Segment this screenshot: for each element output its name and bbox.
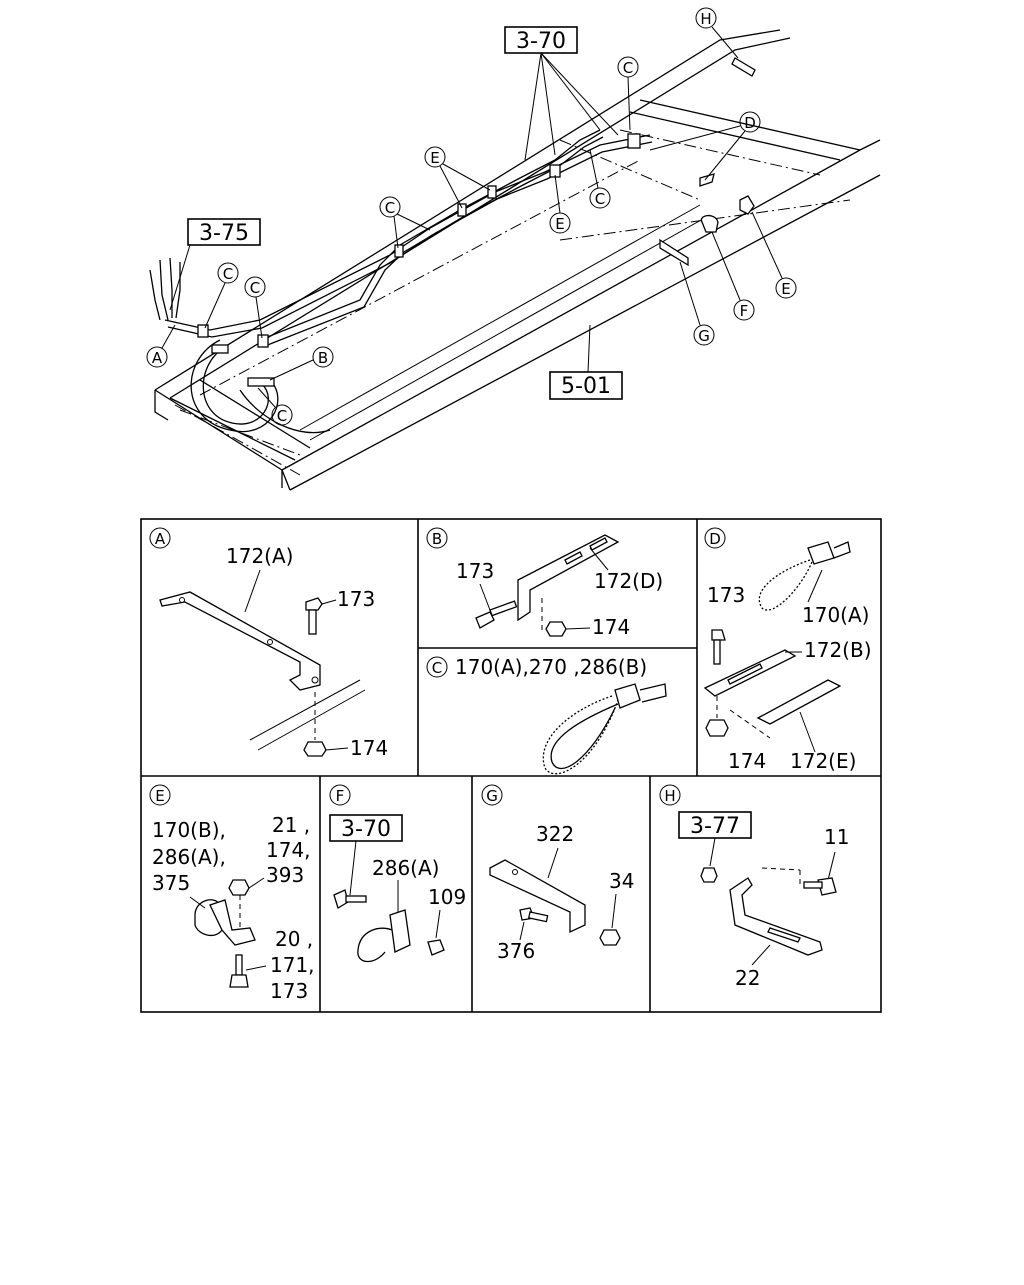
detail-e-line8: 171, bbox=[270, 953, 315, 977]
detail-c: C 170(A),270 ,286(B) bbox=[426, 655, 667, 775]
callout-c-left: C bbox=[223, 265, 233, 283]
detail-e-line1: 170(B), bbox=[152, 818, 226, 842]
ref-box-5-01 bbox=[549, 371, 623, 400]
detail-d-letter: D bbox=[709, 530, 721, 548]
detail-b: B 173 172(D) 174 bbox=[426, 527, 663, 639]
detail-a-bolt-label: 173 bbox=[337, 587, 375, 611]
detail-b-letter: B bbox=[432, 530, 442, 548]
main-callouts: 3-70 3-75 5-01 H C D E C E C C C A B C bbox=[146, 7, 797, 426]
detail-e-line9: 173 bbox=[270, 979, 308, 1003]
detail-f-nut-label: 109 bbox=[428, 885, 466, 909]
detail-c-letter: C bbox=[432, 659, 442, 677]
detail-f-clip-label: 286(A) bbox=[372, 856, 439, 880]
callout-d: D bbox=[744, 114, 756, 132]
detail-a-letter: A bbox=[155, 530, 166, 548]
detail-d-bolt-label: 173 bbox=[707, 583, 745, 607]
detail-c-parts-label: 170(A),270 ,286(B) bbox=[455, 655, 647, 679]
callout-c-bottom: C bbox=[277, 407, 287, 425]
detail-e-line5: 174, bbox=[266, 838, 311, 862]
detail-d-bracket-e-label: 172(E) bbox=[790, 749, 856, 773]
detail-g: G 322 34 376 bbox=[481, 784, 634, 963]
callout-a: A bbox=[152, 349, 163, 367]
detail-a-nut-label: 174 bbox=[350, 736, 388, 760]
callout-g: G bbox=[698, 327, 710, 345]
detail-e-letter: E bbox=[155, 787, 164, 805]
ref-label-5-01: 5-01 bbox=[561, 374, 611, 399]
detail-grid bbox=[140, 518, 882, 1013]
callout-f: F bbox=[740, 302, 749, 320]
detail-h-bracket-label: 22 bbox=[735, 966, 760, 990]
ref-label-3-75: 3-75 bbox=[199, 221, 249, 246]
callout-c-upper: C bbox=[385, 199, 395, 217]
detail-e-line7: 20 , bbox=[275, 927, 313, 951]
callout-c-top: C bbox=[623, 59, 633, 77]
detail-g-bracket-label: 322 bbox=[536, 822, 574, 846]
callout-c-left2: C bbox=[250, 279, 260, 297]
callout-b: B bbox=[318, 349, 328, 367]
detail-b-nut-label: 174 bbox=[592, 615, 630, 639]
wiring-harness bbox=[149, 57, 756, 434]
detail-d-band-label: 170(A) bbox=[802, 603, 869, 627]
callout-h: H bbox=[700, 10, 711, 28]
detail-d-bracket-b-label: 172(B) bbox=[804, 638, 872, 662]
callout-c-mid: C bbox=[595, 190, 605, 208]
frame-assembly-view bbox=[154, 29, 881, 491]
detail-f-ref-box bbox=[329, 814, 403, 842]
callout-e-right: E bbox=[781, 280, 790, 298]
detail-h: H 3-77 11 22 bbox=[659, 784, 849, 990]
detail-h-bolt-label: 11 bbox=[824, 825, 849, 849]
detail-b-bracket-label: 172(D) bbox=[594, 569, 663, 593]
detail-d: D 170(A) 173 172(B) 174 172(E) bbox=[703, 527, 872, 773]
detail-h-ref-label: 3-77 bbox=[690, 814, 740, 839]
detail-e-line4: 21 , bbox=[272, 813, 310, 837]
ref-label-3-70: 3-70 bbox=[516, 29, 566, 54]
detail-g-bolt-label: 376 bbox=[497, 939, 535, 963]
detail-d-nut-label: 174 bbox=[728, 749, 766, 773]
detail-a: A 172(A) 173 174 bbox=[149, 527, 388, 760]
detail-g-letter: G bbox=[486, 787, 498, 805]
detail-g-nut-label: 34 bbox=[609, 869, 634, 893]
detail-e-line2: 286(A), bbox=[152, 845, 226, 869]
detail-b-bolt-label: 173 bbox=[456, 559, 494, 583]
detail-a-bracket-label: 172(A) bbox=[226, 544, 293, 568]
detail-f-ref-label: 3-70 bbox=[341, 817, 391, 842]
detail-e: E 170(B), 286(A), 375 21 , 174, 393 20 ,… bbox=[149, 784, 315, 1003]
detail-h-letter: H bbox=[664, 787, 675, 805]
detail-e-line3: 375 bbox=[152, 871, 190, 895]
ref-box-3-75 bbox=[187, 218, 261, 246]
detail-f-letter: F bbox=[336, 787, 345, 805]
callout-e-center: E bbox=[555, 215, 564, 233]
callout-e-left: E bbox=[430, 149, 439, 167]
detail-f: F 3-70 286(A) 109 bbox=[329, 784, 466, 963]
detail-e-line6: 393 bbox=[266, 863, 304, 887]
